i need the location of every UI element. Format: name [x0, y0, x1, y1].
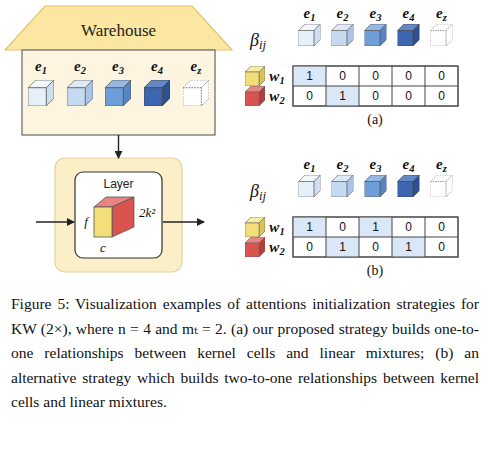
- table-cell: 1: [372, 220, 379, 234]
- kernel-cell-name: e1: [304, 156, 316, 173]
- table-border: [293, 217, 458, 257]
- zero-cell-cube: [431, 175, 453, 197]
- kernel-cell-name: e1: [304, 5, 316, 22]
- kernel-cell-cube: [144, 80, 170, 106]
- output-arrow: [163, 221, 204, 222]
- zero-cell-cube: [431, 24, 453, 46]
- kernel-cell-name: ez: [436, 5, 447, 22]
- table-cell: 1: [306, 220, 313, 234]
- mixture-cube: [245, 86, 265, 106]
- kernel-cell-name: e1: [35, 58, 47, 75]
- table-cell: 0: [372, 69, 379, 83]
- active-cell: [392, 237, 425, 257]
- table-cell: 1: [306, 69, 313, 83]
- active-cell: [293, 66, 326, 86]
- kernel-cell-name: e3: [112, 58, 124, 75]
- mixture-name: w2: [269, 88, 284, 105]
- kernel-cell-name: e3: [370, 156, 382, 173]
- mixture-name: w2: [269, 239, 284, 256]
- kernel-cell-cube: [299, 24, 321, 46]
- kernel-cell-name: e4: [403, 156, 415, 173]
- table-cell: 0: [405, 89, 412, 103]
- kernel-cell-cube: [365, 24, 387, 46]
- mixture-cube: [245, 237, 265, 257]
- weight-cube-side: [112, 197, 134, 237]
- panel-tag: (b): [367, 263, 383, 279]
- kernel-cell-cube: [28, 80, 54, 106]
- kernel-cell-cube: [332, 24, 354, 46]
- kernel-cell-name: e4: [403, 5, 415, 22]
- warehouse-body: [22, 50, 215, 135]
- input-arrow: [36, 221, 74, 222]
- kernel-cell-cube: [299, 175, 321, 197]
- table-cell: 1: [405, 240, 412, 254]
- warehouse-roof: [5, 6, 232, 50]
- active-cell: [293, 217, 326, 237]
- flow-arrow: [118, 135, 119, 158]
- dimension-label: f: [84, 214, 88, 230]
- mixture-name: w1: [269, 68, 284, 85]
- mixture-name: w1: [269, 219, 284, 236]
- table-cell: 0: [438, 69, 445, 83]
- table-cell: 0: [438, 220, 445, 234]
- attention-table: [293, 217, 458, 257]
- table-cell: 1: [339, 89, 346, 103]
- table-cell: 0: [372, 240, 379, 254]
- dimension-label: c: [100, 240, 106, 256]
- kernel-cell-cube: [398, 175, 420, 197]
- kernel-cell-name: e4: [151, 58, 163, 75]
- attention-table: [293, 66, 458, 106]
- table-grid: [293, 217, 458, 257]
- kernel-cell-name: e2: [337, 156, 349, 173]
- table-cell: 0: [339, 220, 346, 234]
- dimension-label: 2k²: [139, 205, 155, 221]
- table-cell: 0: [438, 89, 445, 103]
- panel-tag: (a): [367, 112, 383, 128]
- zero-cell-cube: [183, 80, 209, 106]
- figure-caption: Figure 5: Visualization examples of atte…: [11, 292, 479, 415]
- table-cell: 0: [306, 240, 313, 254]
- table-border: [293, 66, 458, 106]
- table-cell: 1: [339, 240, 346, 254]
- active-cell: [326, 237, 359, 257]
- table-grid: [293, 66, 458, 106]
- kernel-cell-cube: [332, 175, 354, 197]
- table-cell: 0: [405, 220, 412, 234]
- node-title: Warehouse: [81, 21, 156, 41]
- kernel-cell-name: ez: [191, 58, 202, 75]
- mixture-cube: [245, 217, 265, 237]
- weight-cube-front: [94, 207, 112, 237]
- table-cell: 0: [339, 69, 346, 83]
- attention-symbol: βij: [250, 30, 266, 51]
- kernel-cell-cube: [365, 175, 387, 197]
- active-cell: [326, 86, 359, 106]
- table-cell: 0: [372, 89, 379, 103]
- kernel-cell-name: ez: [436, 156, 447, 173]
- layer-frame: [55, 158, 182, 272]
- mixture-cube: [245, 66, 265, 86]
- kernel-cell-cube: [398, 24, 420, 46]
- kernel-cell-name: e3: [370, 5, 382, 22]
- layer-inner-box: [75, 172, 162, 258]
- table-cell: 0: [306, 89, 313, 103]
- kernel-cell-name: e2: [337, 5, 349, 22]
- kernel-cell-cube: [67, 80, 93, 106]
- node-title: Layer: [103, 177, 133, 191]
- active-cell: [359, 217, 392, 237]
- table-cell: 0: [438, 240, 445, 254]
- kernel-cell-cube: [105, 80, 131, 106]
- attention-symbol: βij: [250, 181, 266, 202]
- kernel-cell-name: e2: [74, 58, 86, 75]
- layer-node: Layer: [55, 158, 182, 272]
- table-cell: 0: [405, 69, 412, 83]
